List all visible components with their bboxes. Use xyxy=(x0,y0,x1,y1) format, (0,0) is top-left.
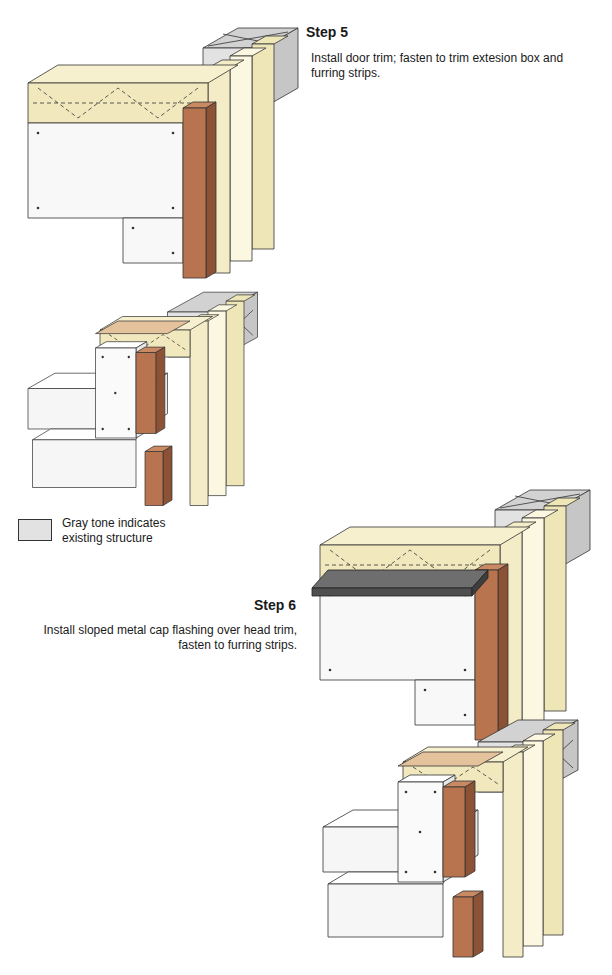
step-note: Install door trim; fasten to trim extesi… xyxy=(311,51,566,81)
step-note: Install sloped metal cap flashing over h… xyxy=(10,623,297,653)
legend-text: Gray tone indicates existing structure xyxy=(62,516,192,546)
step-heading: Step 6 xyxy=(200,597,296,614)
step-heading: Step 5 xyxy=(306,24,506,41)
legend-swatch xyxy=(18,519,52,541)
